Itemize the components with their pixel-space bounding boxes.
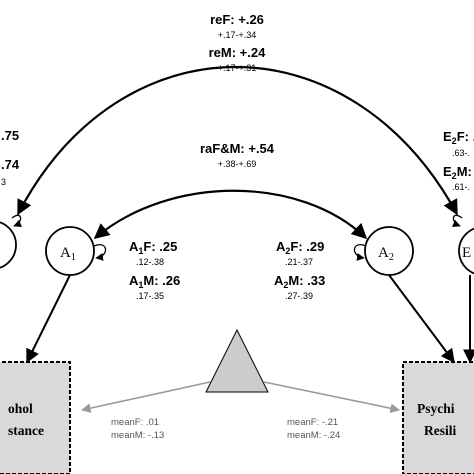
a2-self-loop bbox=[353, 244, 367, 261]
e2-node-label: E bbox=[462, 245, 471, 261]
a2-to-right-box-arrow bbox=[388, 274, 455, 364]
mean1-f: meanF: .01 bbox=[111, 417, 159, 428]
re-f-label: reF: +.26 bbox=[210, 12, 264, 27]
a2-node bbox=[364, 226, 414, 276]
re-correlation-arc bbox=[17, 65, 458, 216]
e2m-label: E2M: . bbox=[443, 164, 474, 181]
a1-node-label: A1 bbox=[60, 245, 76, 263]
a2m-ci: .27-.39 bbox=[285, 291, 313, 301]
right-box-label-2: Resili bbox=[424, 423, 456, 438]
a1f-ci: .12-.38 bbox=[136, 257, 164, 267]
re-m-ci: +.17-+.31 bbox=[218, 63, 257, 73]
left-observed-box bbox=[0, 361, 71, 474]
left-edge-value-3: 3 bbox=[1, 177, 6, 187]
e1-node bbox=[0, 221, 17, 269]
mean-right-arrow bbox=[263, 381, 400, 413]
a1f-label: A1F: .25 bbox=[129, 239, 177, 256]
e2f-label: E2F: . bbox=[443, 129, 474, 146]
a1-to-left-box-arrow bbox=[26, 274, 71, 364]
re-m-label: reM: +.24 bbox=[209, 45, 266, 60]
a2f-label: A2F: .29 bbox=[276, 239, 324, 256]
a2m-label: A2M: .33 bbox=[274, 273, 325, 290]
mean-left-arrow bbox=[81, 381, 211, 413]
left-edge-value-1: .75 bbox=[1, 128, 19, 143]
ra-fm-label: raF&M: +.54 bbox=[200, 141, 275, 156]
re-f-ci: +.17-+.34 bbox=[218, 30, 257, 40]
left-box-label-1: ohol bbox=[8, 401, 33, 416]
e2f-ci: .63-. bbox=[452, 148, 470, 158]
e1-self-loop bbox=[11, 214, 22, 228]
left-edge-value-2: .74 bbox=[1, 157, 20, 172]
ra-correlation-arc bbox=[93, 189, 368, 240]
mean2-m: meanM: -.24 bbox=[287, 430, 340, 441]
a1m-ci: .17-.35 bbox=[136, 291, 164, 301]
a2f-ci: .21-.37 bbox=[285, 257, 313, 267]
mean1-m: meanM: -.13 bbox=[111, 430, 164, 441]
right-box-label-1: Psychi bbox=[417, 401, 455, 416]
e2-self-loop bbox=[452, 214, 463, 228]
left-box-label-2: stance bbox=[8, 423, 44, 438]
a1-self-loop bbox=[93, 244, 107, 261]
mean-triangle bbox=[205, 328, 269, 393]
ra-fm-ci: +.38-+.69 bbox=[218, 159, 257, 169]
a2-node-label: A2 bbox=[378, 245, 394, 263]
right-observed-box bbox=[402, 361, 474, 474]
mean2-f: meanF: -.21 bbox=[287, 417, 338, 428]
a1m-label: A1M: .26 bbox=[129, 273, 180, 290]
e2m-ci: .61-. bbox=[452, 182, 470, 192]
e2-node bbox=[458, 227, 474, 275]
